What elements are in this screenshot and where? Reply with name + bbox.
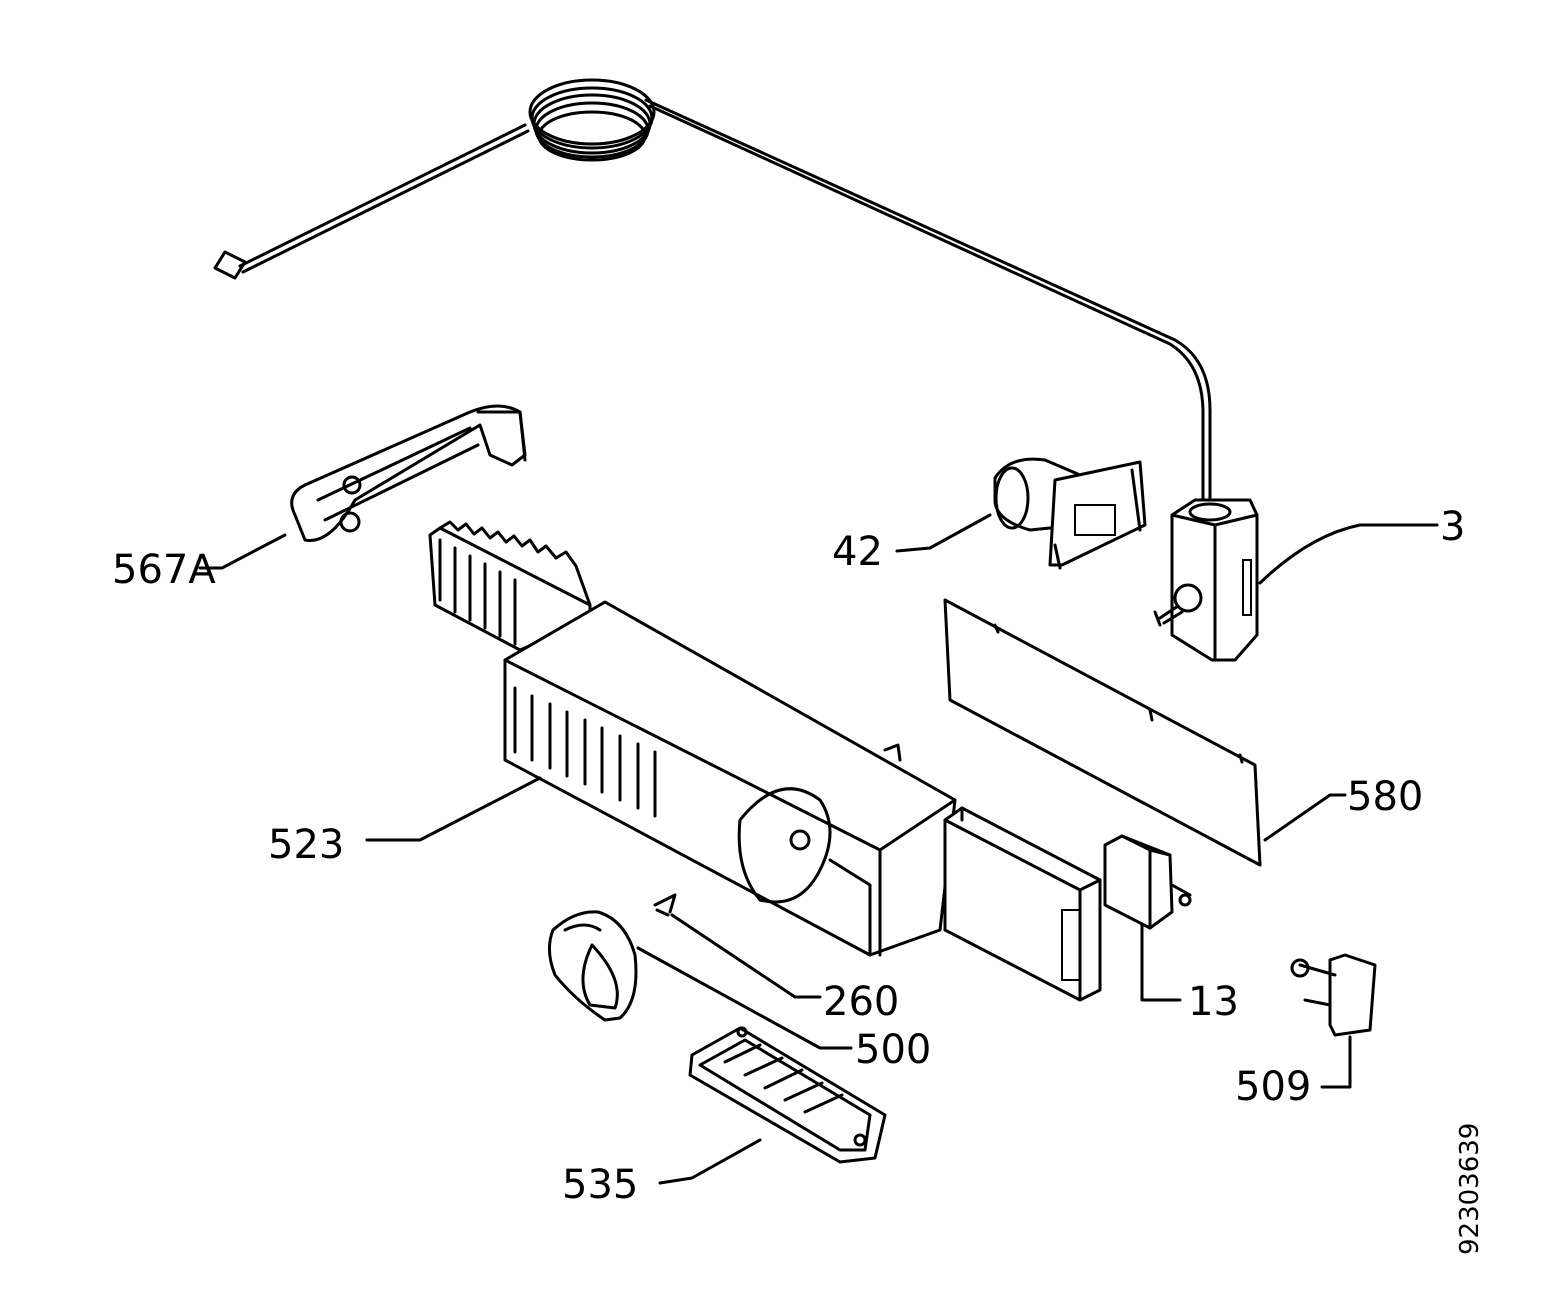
callout-509: 509 [1235, 1064, 1311, 1110]
callout-567A: 567A [112, 547, 216, 593]
cover-plate-part-580 [943, 598, 1262, 867]
leader-509 [1320, 1035, 1352, 1089]
leader-13 [1140, 923, 1182, 1002]
callout-535: 535 [562, 1162, 638, 1208]
callout-523: 523 [268, 822, 344, 868]
grille-part-535 [688, 1026, 887, 1164]
light-cover [943, 806, 1102, 1002]
leader-535 [658, 1138, 762, 1185]
leader-500 [636, 946, 853, 1050]
thermostat-part-3 [1153, 498, 1259, 662]
bracket-part-567A [290, 404, 527, 542]
callout-42: 42 [832, 529, 883, 575]
callout-260: 260 [823, 979, 899, 1025]
switch-part-13 [1103, 834, 1192, 930]
callout-500: 500 [855, 1027, 931, 1073]
document-id: 92303639 [1455, 1123, 1485, 1255]
leader-523 [365, 776, 542, 842]
leader-3 [1258, 523, 1439, 585]
lamp-holder-part-42 [993, 457, 1147, 570]
callout-3: 3 [1440, 504, 1465, 550]
leader-567A [198, 533, 287, 570]
callout-580: 580 [1347, 774, 1423, 820]
callout-13: 13 [1188, 979, 1239, 1025]
clip-part-509 [1290, 953, 1377, 1037]
screw-part-260 [653, 893, 677, 917]
capillary-tube [213, 78, 1212, 507]
knob-part-500 [548, 910, 638, 1022]
housing-part-523 [428, 520, 957, 957]
callout-labels: 3 42 567A 523 580 13 260 500 509 535 [112, 504, 1465, 1208]
leader-lines [198, 513, 1439, 1185]
leader-260 [670, 913, 822, 999]
leader-42 [895, 513, 992, 553]
leader-580 [1263, 793, 1347, 842]
